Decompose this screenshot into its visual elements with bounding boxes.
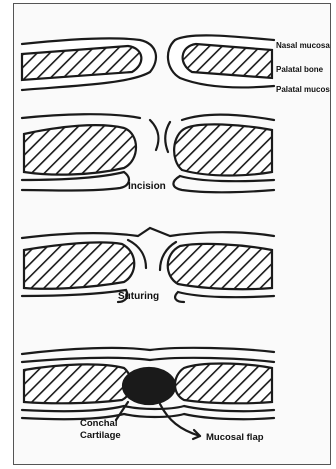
label-nasal-mucosa: Nasal mucosa xyxy=(276,42,330,50)
right-lower-mucosa-suturing xyxy=(175,292,274,302)
right-upper-mucosa xyxy=(182,115,274,120)
graft-upper-mucosa xyxy=(22,348,274,354)
graft-upper-mucosa-inner xyxy=(22,358,274,362)
graft-lower-mucosa-outer xyxy=(22,414,274,419)
right-palatal-bone-incision xyxy=(174,124,272,175)
label-palatal-bone: Palatal bone xyxy=(276,66,323,74)
sutured-upper-mucosa xyxy=(22,228,274,238)
annotation-conchal-line1: Conchal xyxy=(80,418,140,430)
incision-line-right xyxy=(165,122,170,152)
incision-line-left xyxy=(150,120,158,150)
label-palatal-mucosa: Palatal mucos xyxy=(276,86,330,94)
left-palatal-bone-incision xyxy=(24,125,136,175)
left-lower-mucosa-suturing xyxy=(22,290,127,302)
right-palatal-bone-graft xyxy=(175,364,272,404)
graft-lower-mucosa xyxy=(22,406,274,411)
annotation-conchal-cartilage: Conchal Cartilage xyxy=(80,418,140,442)
left-palatal-bone-suturing xyxy=(24,242,134,288)
stage-graft xyxy=(22,348,274,439)
left-palatal-bone-graft xyxy=(24,364,131,403)
annotation-mucosal-flap: Mucosal flap xyxy=(206,432,264,444)
left-upper-mucosa xyxy=(22,114,140,118)
stage-label-suturing: Suturing xyxy=(118,292,159,302)
conchal-cartilage-graft xyxy=(123,368,175,404)
right-lower-mucosa xyxy=(173,176,274,192)
annotation-conchal-line2: Cartilage xyxy=(80,430,140,442)
stage-label-incision: Incision xyxy=(128,182,166,192)
right-palatal-bone-suturing xyxy=(168,244,272,289)
stage-cleft xyxy=(22,35,274,90)
right-palatal-bone xyxy=(183,44,272,78)
